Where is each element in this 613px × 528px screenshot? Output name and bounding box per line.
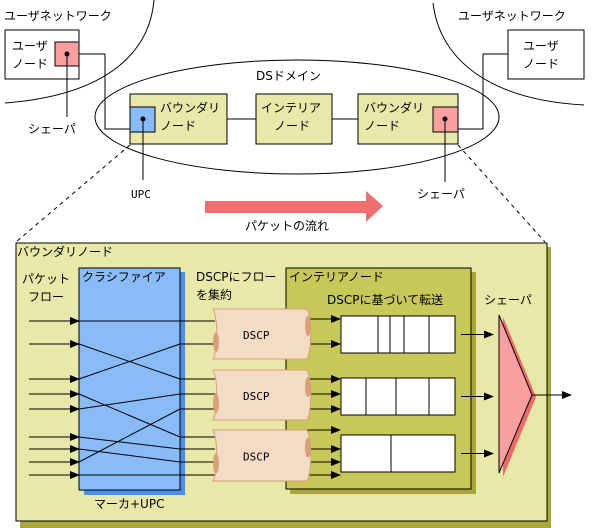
dscp-pipe-label: DSCP — [243, 329, 270, 342]
boundary-node-right-line1: バウンダリ — [364, 100, 424, 115]
interior-node-detail-title: インテリアノード — [289, 270, 384, 284]
link-boundary-to-user-right — [458, 53, 508, 130]
user-node-right-line1: ユーザ — [523, 39, 559, 53]
classifier-mapping-line — [78, 393, 181, 410]
shaper-detail-label: シェーパ — [484, 293, 532, 307]
dscp-pipe-label: DSCP — [243, 451, 270, 464]
packet-flow-line1: パケット — [22, 272, 70, 286]
queues — [340, 315, 456, 473]
classifier-title: クラシファイア — [82, 270, 166, 284]
aggregate-label-line2: を集約 — [196, 287, 232, 302]
boundary-node-detail-title: バウンダリノード — [17, 244, 113, 259]
dscp-pipes: DSCP DSCP DSCP — [212, 308, 312, 482]
queue-box — [340, 434, 456, 473]
classifier-mapping-line — [78, 436, 181, 450]
packet-flow-line2: フロー — [28, 290, 64, 304]
upc-label: UPC — [131, 188, 151, 201]
user-network-right-label: ユーザネットワーク — [458, 9, 566, 23]
classifier-box — [78, 267, 181, 491]
dscp-pipe-end — [305, 377, 311, 397]
user-network-left-label: ユーザネットワーク — [4, 9, 112, 23]
link-user-left-to-boundary — [79, 53, 130, 130]
queue-box — [340, 377, 456, 416]
shaper-triangle — [498, 314, 533, 474]
user-network-left-boundary — [4, 0, 155, 104]
packet-flow-arrow — [205, 191, 383, 222]
dscp-pipe-end — [213, 332, 219, 352]
packet-flow-label: パケットの流れ — [245, 219, 329, 233]
dscp-pipe-end — [305, 316, 311, 336]
queue-box — [340, 315, 456, 354]
shaper-right-label: シェーパ — [417, 187, 465, 201]
interior-node-top-line1: インテリア — [261, 101, 321, 115]
dscp-pipe-end — [213, 453, 219, 474]
classifier-mapping-line — [78, 408, 181, 463]
classifier-mapping-line — [78, 393, 181, 438]
user-node-right — [507, 29, 585, 80]
aggregate-label-line1: DSCPにフロー — [196, 270, 276, 284]
user-node-right-line2: ノード — [523, 57, 559, 71]
classifier-footer: マーカ+UPC — [94, 497, 164, 511]
dscp-pipe-end — [213, 393, 219, 413]
zoom-guide-right — [457, 144, 546, 243]
interior-node-top-line2: ノード — [274, 119, 310, 133]
zoom-guide-left — [15, 144, 131, 243]
user-node-left-line1: ユーザ — [12, 39, 48, 53]
classifier-mapping-line — [78, 448, 181, 463]
user-network-right-boundary — [432, 2, 585, 106]
user-node-left-line2: ノード — [12, 57, 48, 71]
dscp-pipe-label: DSCP — [243, 390, 270, 403]
classifier-mapping-line — [78, 343, 181, 380]
dscp-pipe-end — [305, 437, 311, 458]
flow-lines — [29, 315, 494, 479]
shaper-left-label: シェーパ — [28, 122, 76, 136]
ds-domain-ellipse — [94, 59, 500, 175]
ds-domain-label: DSドメイン — [256, 69, 321, 83]
boundary-node-right-line2: ノード — [364, 119, 400, 133]
boundary-node-left-line2: ノード — [160, 119, 196, 133]
forward-label: DSCPに基づいて転送 — [327, 292, 443, 307]
boundary-node-left-line1: バウンダリ — [160, 100, 220, 115]
